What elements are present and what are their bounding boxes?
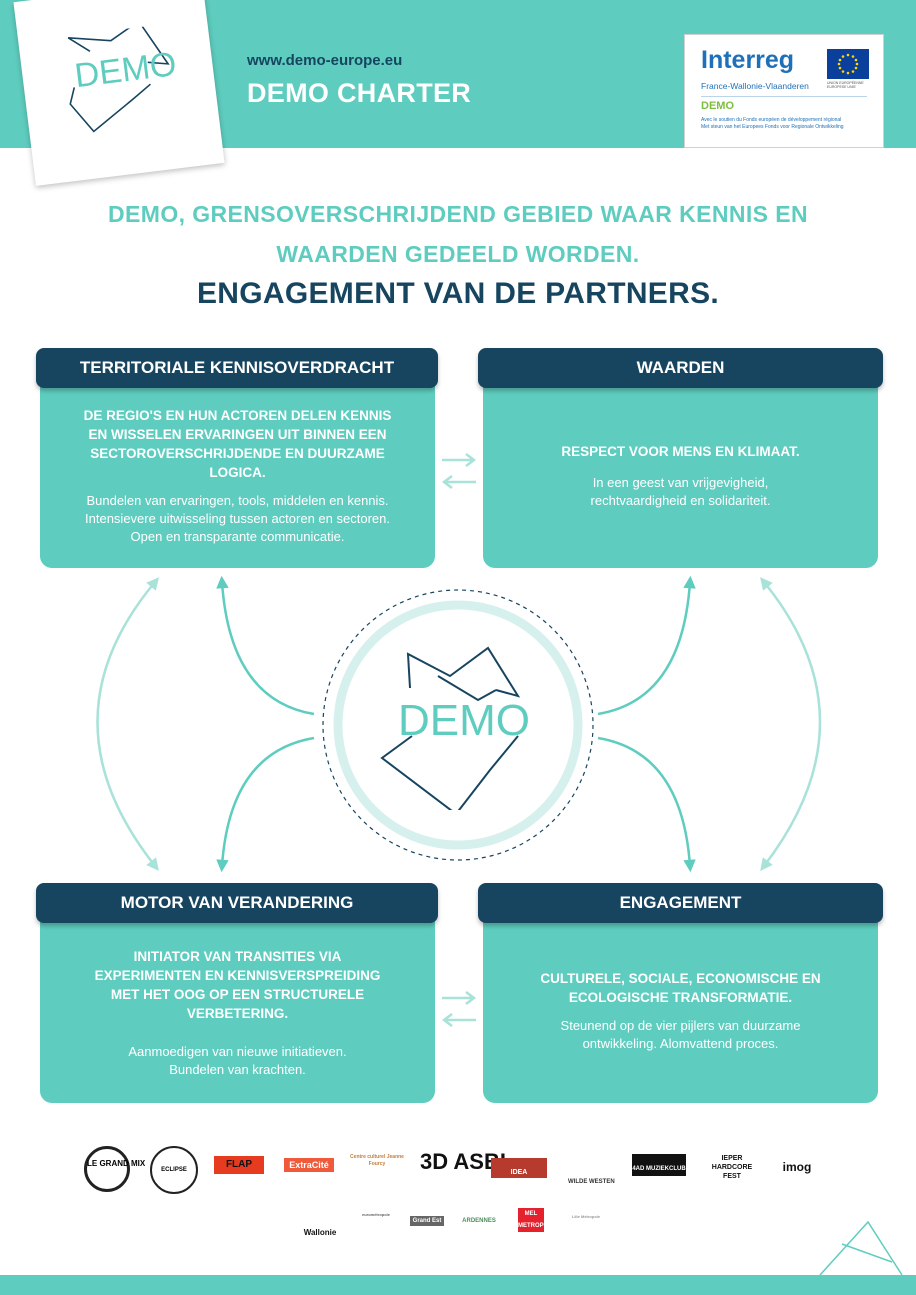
- interreg-program: DEMO: [701, 100, 734, 112]
- box-2-title: WAARDEN: [478, 348, 883, 388]
- arrow-center-bottom-left: [216, 736, 315, 873]
- partner-logo: IEPER HARDCORE FEST: [711, 1155, 753, 1180]
- box-4-lead-line: CULTURELE, SOCIALE, ECONOMISCHE EN: [540, 971, 821, 986]
- page-title: DEMO CHARTER: [247, 78, 472, 108]
- site-url-link[interactable]: www.demo-europe.eu: [247, 52, 403, 69]
- box-3-lead-line: VERBETERING.: [186, 1006, 289, 1021]
- demo-logo-icon: DEMO: [67, 21, 178, 133]
- center-dashed-ring: [322, 589, 594, 861]
- partner-logo: ARDENNES: [462, 1218, 496, 1224]
- corner-decoration: [819, 1220, 903, 1276]
- partner-logo: Lille Métropole: [571, 1214, 601, 1219]
- headline-line-1: DEMO, GRENSOVERSCHRIJDEND GEBIED WAAR KE…: [108, 201, 808, 227]
- partner-logo: 4AD MUZIEKCLUB: [632, 1154, 686, 1176]
- box-2-lead-line: RESPECT VOOR MENS EN KLIMAAT.: [561, 444, 800, 459]
- interreg-logo: Interreg UNION EUROPÉENNE EUROPESE UNIE …: [684, 34, 884, 148]
- box-4-text: Steunend op de vier pijlers van duurzame…: [493, 1017, 868, 1053]
- box-2-text-line: In een geest van vrijgevigheid,: [592, 475, 769, 490]
- exchange-arrows-bottom: [441, 991, 477, 1027]
- exchange-arrows-top: [441, 453, 477, 489]
- box-1-lead-line: LOGICA.: [209, 465, 266, 480]
- partner-logo: LE GRAND MIX: [84, 1146, 145, 1192]
- partner-logo: FLAP: [214, 1156, 264, 1174]
- box-3-lead-line: MET HET OOG OP EEN STRUCTURELE: [110, 987, 365, 1002]
- arrow-center-top-left: [216, 575, 315, 716]
- box-3-text: Aanmoedigen van nieuwe initiatieven. Bun…: [50, 1043, 425, 1079]
- partner-logo: MEL METROPOLE: [518, 1208, 556, 1232]
- eu-stars-icon: [837, 53, 859, 75]
- box-3-title: MOTOR VAN VERANDERING: [36, 883, 438, 923]
- center-demo-logo: DEMO: [380, 646, 530, 810]
- box-3-lead: INITIATOR VAN TRANSITIES VIA EXPERIMENTE…: [50, 947, 425, 1023]
- box-2-lead: RESPECT VOOR MENS EN KLIMAAT.: [493, 442, 868, 461]
- box-territoriale-kennisoverdracht: DE REGIO'S EN HUN ACTOREN DELEN KENNIS E…: [40, 370, 435, 568]
- demo-logo-card: DEMO: [13, 0, 225, 186]
- interreg-support-fr: Avec le soutien du Fonds européen de dév…: [701, 117, 842, 123]
- arrow-center-top-right: [597, 575, 696, 716]
- box-2-text: In een geest van vrijgevigheid, rechtvaa…: [493, 474, 868, 510]
- eu-flag-icon: [827, 49, 869, 79]
- arrow-center-bottom-right: [597, 736, 696, 873]
- box-3-lead-line: EXPERIMENTEN EN KENNISVERSPREIDING: [94, 968, 381, 983]
- box-3-text-line: Aanmoedigen van nieuwe initiatieven.: [128, 1044, 347, 1059]
- interreg-region: France-Wallonie-Vlaanderen: [701, 81, 809, 91]
- partner-logo: Wallonie: [303, 1228, 337, 1237]
- box-1-text-line: Bundelen van ervaringen, tools, middelen…: [86, 493, 389, 508]
- partner-logo: IDEA: [491, 1158, 547, 1178]
- box-4-text-line: ontwikkeling. Alomvattend proces.: [582, 1036, 779, 1051]
- eu-label: UNION EUROPÉENNE EUROPESE UNIE: [827, 81, 864, 89]
- box-1-lead-line: DE REGIO'S EN HUN ACTOREN DELEN KENNIS: [83, 408, 392, 423]
- interreg-support-nl: Met steun van het Europees Fonds voor Re…: [701, 124, 844, 130]
- headline-line-2: WAARDEN GEDEELD WORDEN.: [276, 241, 640, 267]
- box-4-title: ENGAGEMENT: [478, 883, 883, 923]
- box-motor-van-verandering: INITIATOR VAN TRANSITIES VIA EXPERIMENTE…: [40, 905, 435, 1103]
- box-1-lead: DE REGIO'S EN HUN ACTOREN DELEN KENNIS E…: [50, 406, 425, 482]
- box-1-title: TERRITORIALE KENNISOVERDRACHT: [36, 348, 438, 388]
- box-1-text: Bundelen van ervaringen, tools, middelen…: [50, 492, 425, 546]
- box-2-text-line: rechtvaardigheid en solidariteit.: [590, 493, 771, 508]
- interreg-brand: Interreg: [701, 46, 795, 74]
- partner-logo: ExtraCité: [284, 1158, 334, 1172]
- partner-logos: LE GRAND MIX ECLIPSE FLAP ExtraCité Cent…: [0, 1140, 916, 1275]
- arrow-outer-right: [760, 577, 822, 871]
- box-3-lead-line: INITIATOR VAN TRANSITIES VIA: [133, 949, 342, 964]
- box-3-text-line: Bundelen van krachten.: [169, 1062, 306, 1077]
- partner-logo: Centre culturel Jeanne Fourcy: [350, 1154, 404, 1167]
- box-1-lead-line: SECTOROVERSCHRIJDENDE EN DUURZAME: [90, 446, 385, 461]
- partner-logo: 3D ASBL: [420, 1149, 514, 1174]
- arrow-outer-left: [96, 577, 159, 871]
- box-1-lead-line: EN WISSELEN ERVARINGEN UIT BINNEN EEN: [88, 427, 387, 442]
- box-4-lead: CULTURELE, SOCIALE, ECONOMISCHE EN ECOLO…: [493, 969, 868, 1007]
- partner-logo: WILDE WESTEN: [568, 1179, 615, 1185]
- partner-logo: ECLIPSE: [150, 1146, 198, 1194]
- interreg-divider: [701, 96, 867, 97]
- center-logo-text: DEMO: [398, 696, 530, 745]
- box-waarden: RESPECT VOOR MENS EN KLIMAAT. In een gee…: [483, 370, 878, 568]
- partner-logo: eurométropole: [361, 1212, 390, 1217]
- box-4-text-line: Steunend op de vier pijlers van duurzame: [560, 1018, 801, 1033]
- box-4-lead-line: ECOLOGISCHE TRANSFORMATIE.: [568, 990, 793, 1005]
- partner-logo: imog: [782, 1160, 812, 1174]
- box-engagement: CULTURELE, SOCIALE, ECONOMISCHE EN ECOLO…: [483, 905, 878, 1103]
- box-1-text-line: Open en transparante communicatie.: [130, 529, 345, 544]
- center-ring: [333, 600, 583, 850]
- footer-band: [0, 1275, 916, 1295]
- partner-logo: Grand Est: [410, 1216, 444, 1226]
- box-1-text-line: Intensievere uitwisseling tussen actoren…: [85, 511, 390, 526]
- headline-line-3: ENGAGEMENT VAN DE PARTNERS.: [196, 277, 720, 310]
